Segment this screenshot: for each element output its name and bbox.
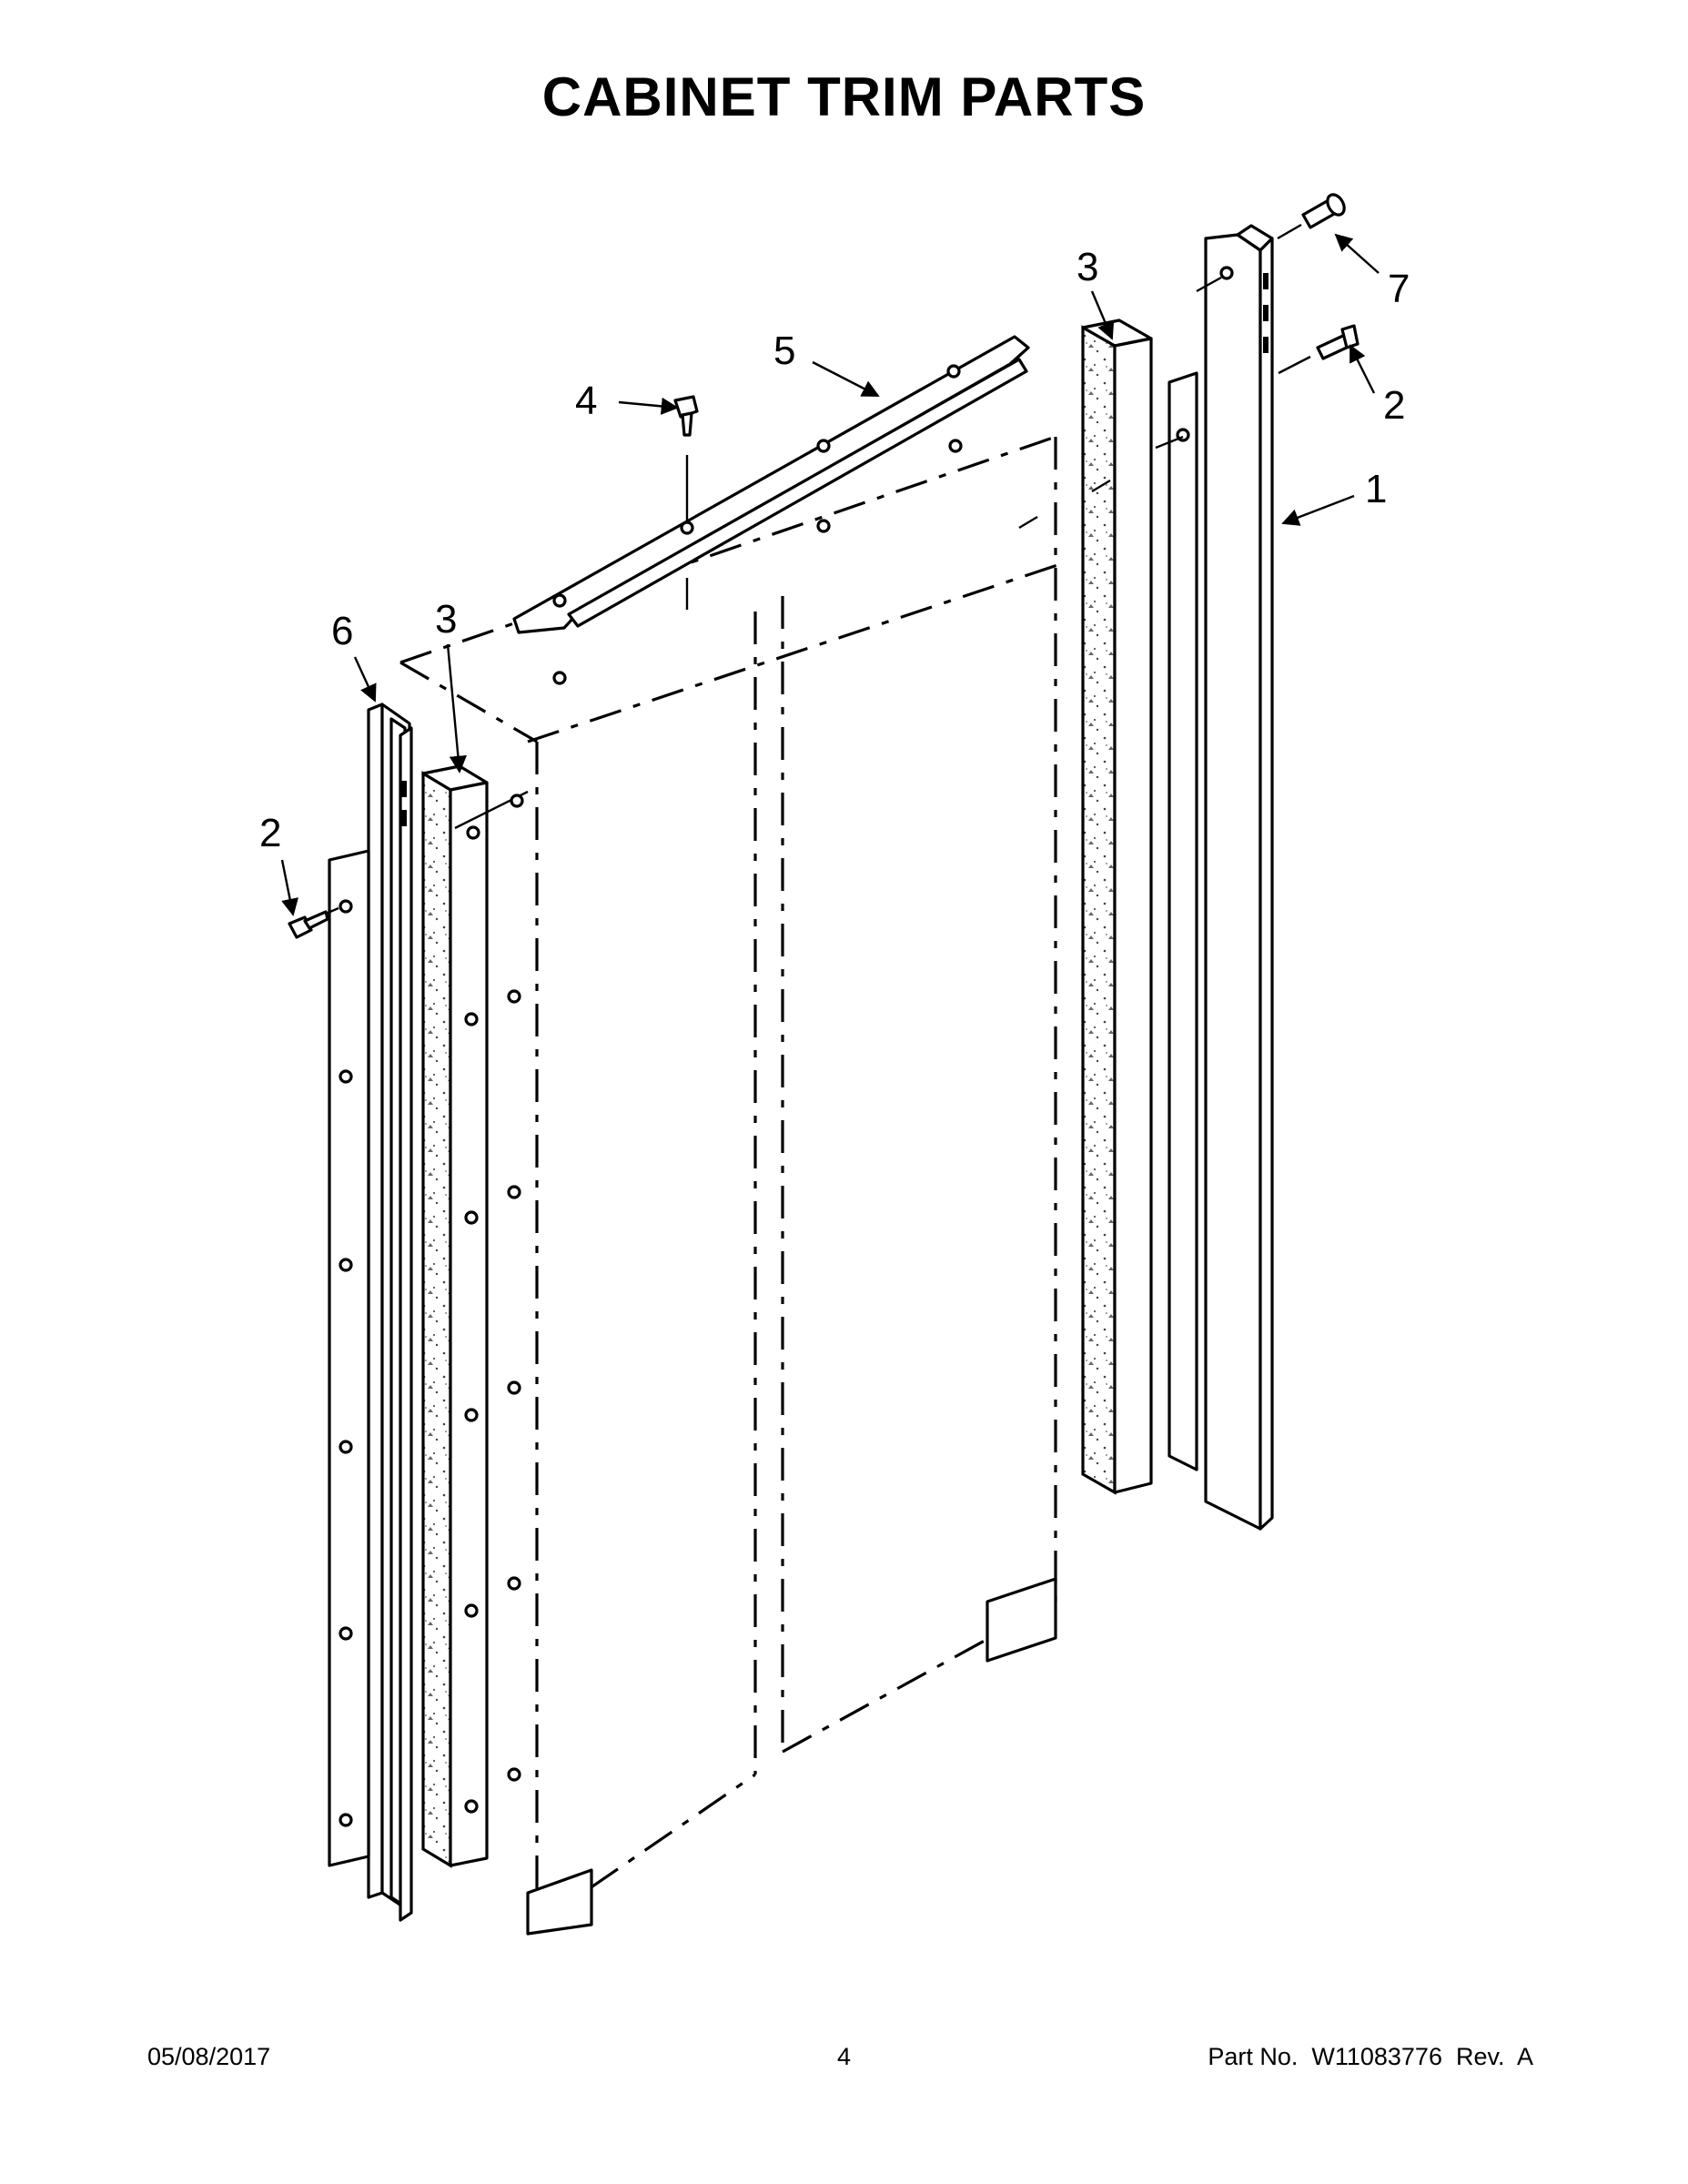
callout-4: 4 — [575, 379, 679, 423]
callout-7: 7 — [1334, 233, 1410, 311]
callout-3-left-label: 3 — [435, 597, 457, 642]
callout-3-right-label: 3 — [1076, 245, 1098, 289]
right-mounting-plate — [1155, 371, 1198, 1471]
callout-5: 5 — [773, 329, 880, 398]
callout-3-right: 3 — [1076, 245, 1115, 340]
part-4-screw — [673, 395, 699, 610]
part-3-left-foam-strip — [421, 764, 529, 1868]
callout-4-label: 4 — [575, 379, 597, 423]
callout-2-right-label: 2 — [1383, 383, 1405, 428]
part-1-right-trim — [1196, 224, 1274, 1531]
cabinet-outline — [399, 435, 1061, 1936]
callout-2-left: 2 — [259, 811, 299, 916]
part-7-pin — [1277, 193, 1346, 240]
callout-6-label: 6 — [331, 609, 353, 653]
footer-page-number: 4 — [836, 2043, 852, 2070]
callout-2-left-label: 2 — [259, 811, 281, 855]
page-title: CABINET TRIM PARTS — [541, 66, 1147, 127]
footer-date: 05/08/2017 — [147, 2043, 271, 2070]
callout-2-right: 2 — [1349, 344, 1405, 428]
callout-7-label: 7 — [1388, 267, 1410, 311]
callout-5-label: 5 — [773, 329, 795, 373]
part-6-left-trim — [367, 703, 413, 1922]
callout-1: 1 — [1281, 467, 1387, 526]
part-2-right-screw — [1278, 324, 1359, 375]
footer-part-number: Part No. W11083776 Rev. A — [1208, 2043, 1533, 2070]
part-2-left-screw — [288, 906, 339, 939]
left-mounting-plate — [328, 849, 370, 1867]
part-3-right-foam-strip — [1018, 318, 1153, 1495]
callout-6: 6 — [331, 609, 377, 703]
callout-1-label: 1 — [1365, 467, 1387, 511]
callout-3-left: 3 — [435, 597, 467, 774]
